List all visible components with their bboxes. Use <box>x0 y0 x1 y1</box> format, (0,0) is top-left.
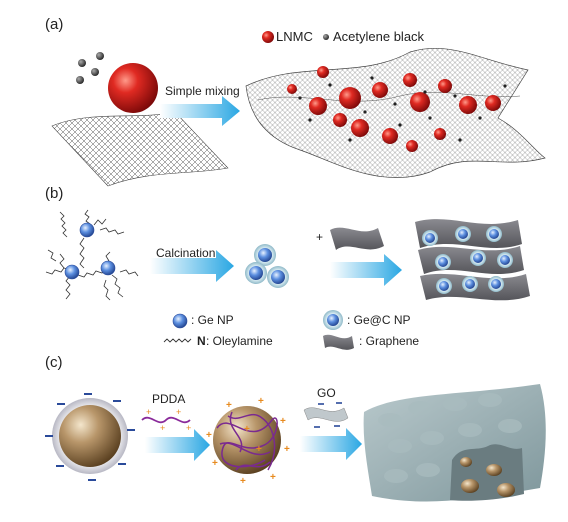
svg-text:+: + <box>280 416 286 427</box>
svg-text:+: + <box>244 424 250 435</box>
calcination-label: Calcination <box>156 246 216 260</box>
acetylene-legend-label: Acetylene black <box>333 29 425 44</box>
plus-sign: + <box>316 230 324 244</box>
panel-a-art <box>51 31 546 187</box>
ge-np-legend-label: : Ge NP <box>191 313 234 327</box>
svg-text:+: + <box>186 423 191 433</box>
oleylamine-n-label: N <box>197 334 206 348</box>
svg-text:+: + <box>270 472 276 483</box>
lnmc-particle <box>108 63 158 113</box>
negative-charges <box>45 393 135 481</box>
oleylamine-legend-icon <box>163 338 192 343</box>
pdda-label: PDDA <box>152 392 186 406</box>
oleylamine-legend-label: : Oleylamine <box>206 334 273 348</box>
assembly-arrow-icon <box>330 254 402 286</box>
pdda-arrow-icon <box>145 429 210 461</box>
svg-text:+: + <box>240 476 246 487</box>
svg-text:+: + <box>160 423 165 433</box>
panel-b-art <box>45 209 530 350</box>
panel-c-label: (c) <box>45 354 63 371</box>
svg-text:+: + <box>176 407 181 417</box>
svg-text:+: + <box>226 400 232 411</box>
go-arrow-icon <box>300 428 362 460</box>
lnmc-particles-on-sheet <box>287 66 501 152</box>
graphene-legend-icon <box>323 334 354 350</box>
ge-nanoparticle <box>79 222 95 238</box>
go-sheet-icon <box>303 407 349 422</box>
svg-text:+: + <box>258 396 264 407</box>
ge-nanoparticle <box>100 260 116 276</box>
calcination-arrow-icon <box>150 250 234 282</box>
mixing-arrow-icon <box>160 96 240 126</box>
pdda-chain-icon <box>141 416 191 424</box>
black-dots-on-sheet <box>298 76 507 142</box>
ge-c-np-legend-label: : Ge@C NP <box>347 313 411 327</box>
graphene-legend-label: : Graphene <box>359 334 420 348</box>
composite-mesh-sheet <box>245 47 546 178</box>
ge-c-cluster <box>245 244 289 288</box>
pdda-charges: + + + + <box>146 407 191 433</box>
pdda-wrapping <box>216 411 278 471</box>
pdda-wrapped-sphere <box>213 406 281 474</box>
svg-text:+: + <box>212 458 218 469</box>
graphene-ge-stack <box>415 219 530 301</box>
panel-c-art: + + + + + + + + + + + + + + <box>45 384 546 502</box>
ge-np-legend-icon <box>172 313 188 329</box>
svg-text:+: + <box>256 444 262 455</box>
graphene-piece-icon <box>330 227 384 250</box>
panel-a-label: (a) <box>45 16 64 33</box>
lnmc-legend-marker <box>262 31 274 43</box>
gold-sphere <box>59 405 121 467</box>
simple-mixing-label: Simple mixing <box>165 84 240 98</box>
acetylene-legend-marker <box>323 34 329 40</box>
oleylamine-network <box>45 209 139 301</box>
positive-charges: + + + + + + + + + + <box>206 396 290 487</box>
sheet-bumps <box>378 393 522 483</box>
go-label: GO <box>317 386 336 400</box>
ge-nanoparticle <box>64 264 80 280</box>
lnmc-legend-label: LNMC <box>276 29 313 44</box>
graphene-mesh-sheet <box>51 111 229 187</box>
svg-text:+: + <box>284 444 290 455</box>
svg-text:+: + <box>206 430 212 441</box>
embedded-gold-spheres <box>460 457 515 497</box>
panel-b-label: (b) <box>45 185 64 202</box>
ge-c-np-legend-icon <box>327 314 339 326</box>
svg-text:+: + <box>146 407 151 417</box>
acetylene-black-particles <box>76 52 104 84</box>
go-charges <box>314 402 342 428</box>
